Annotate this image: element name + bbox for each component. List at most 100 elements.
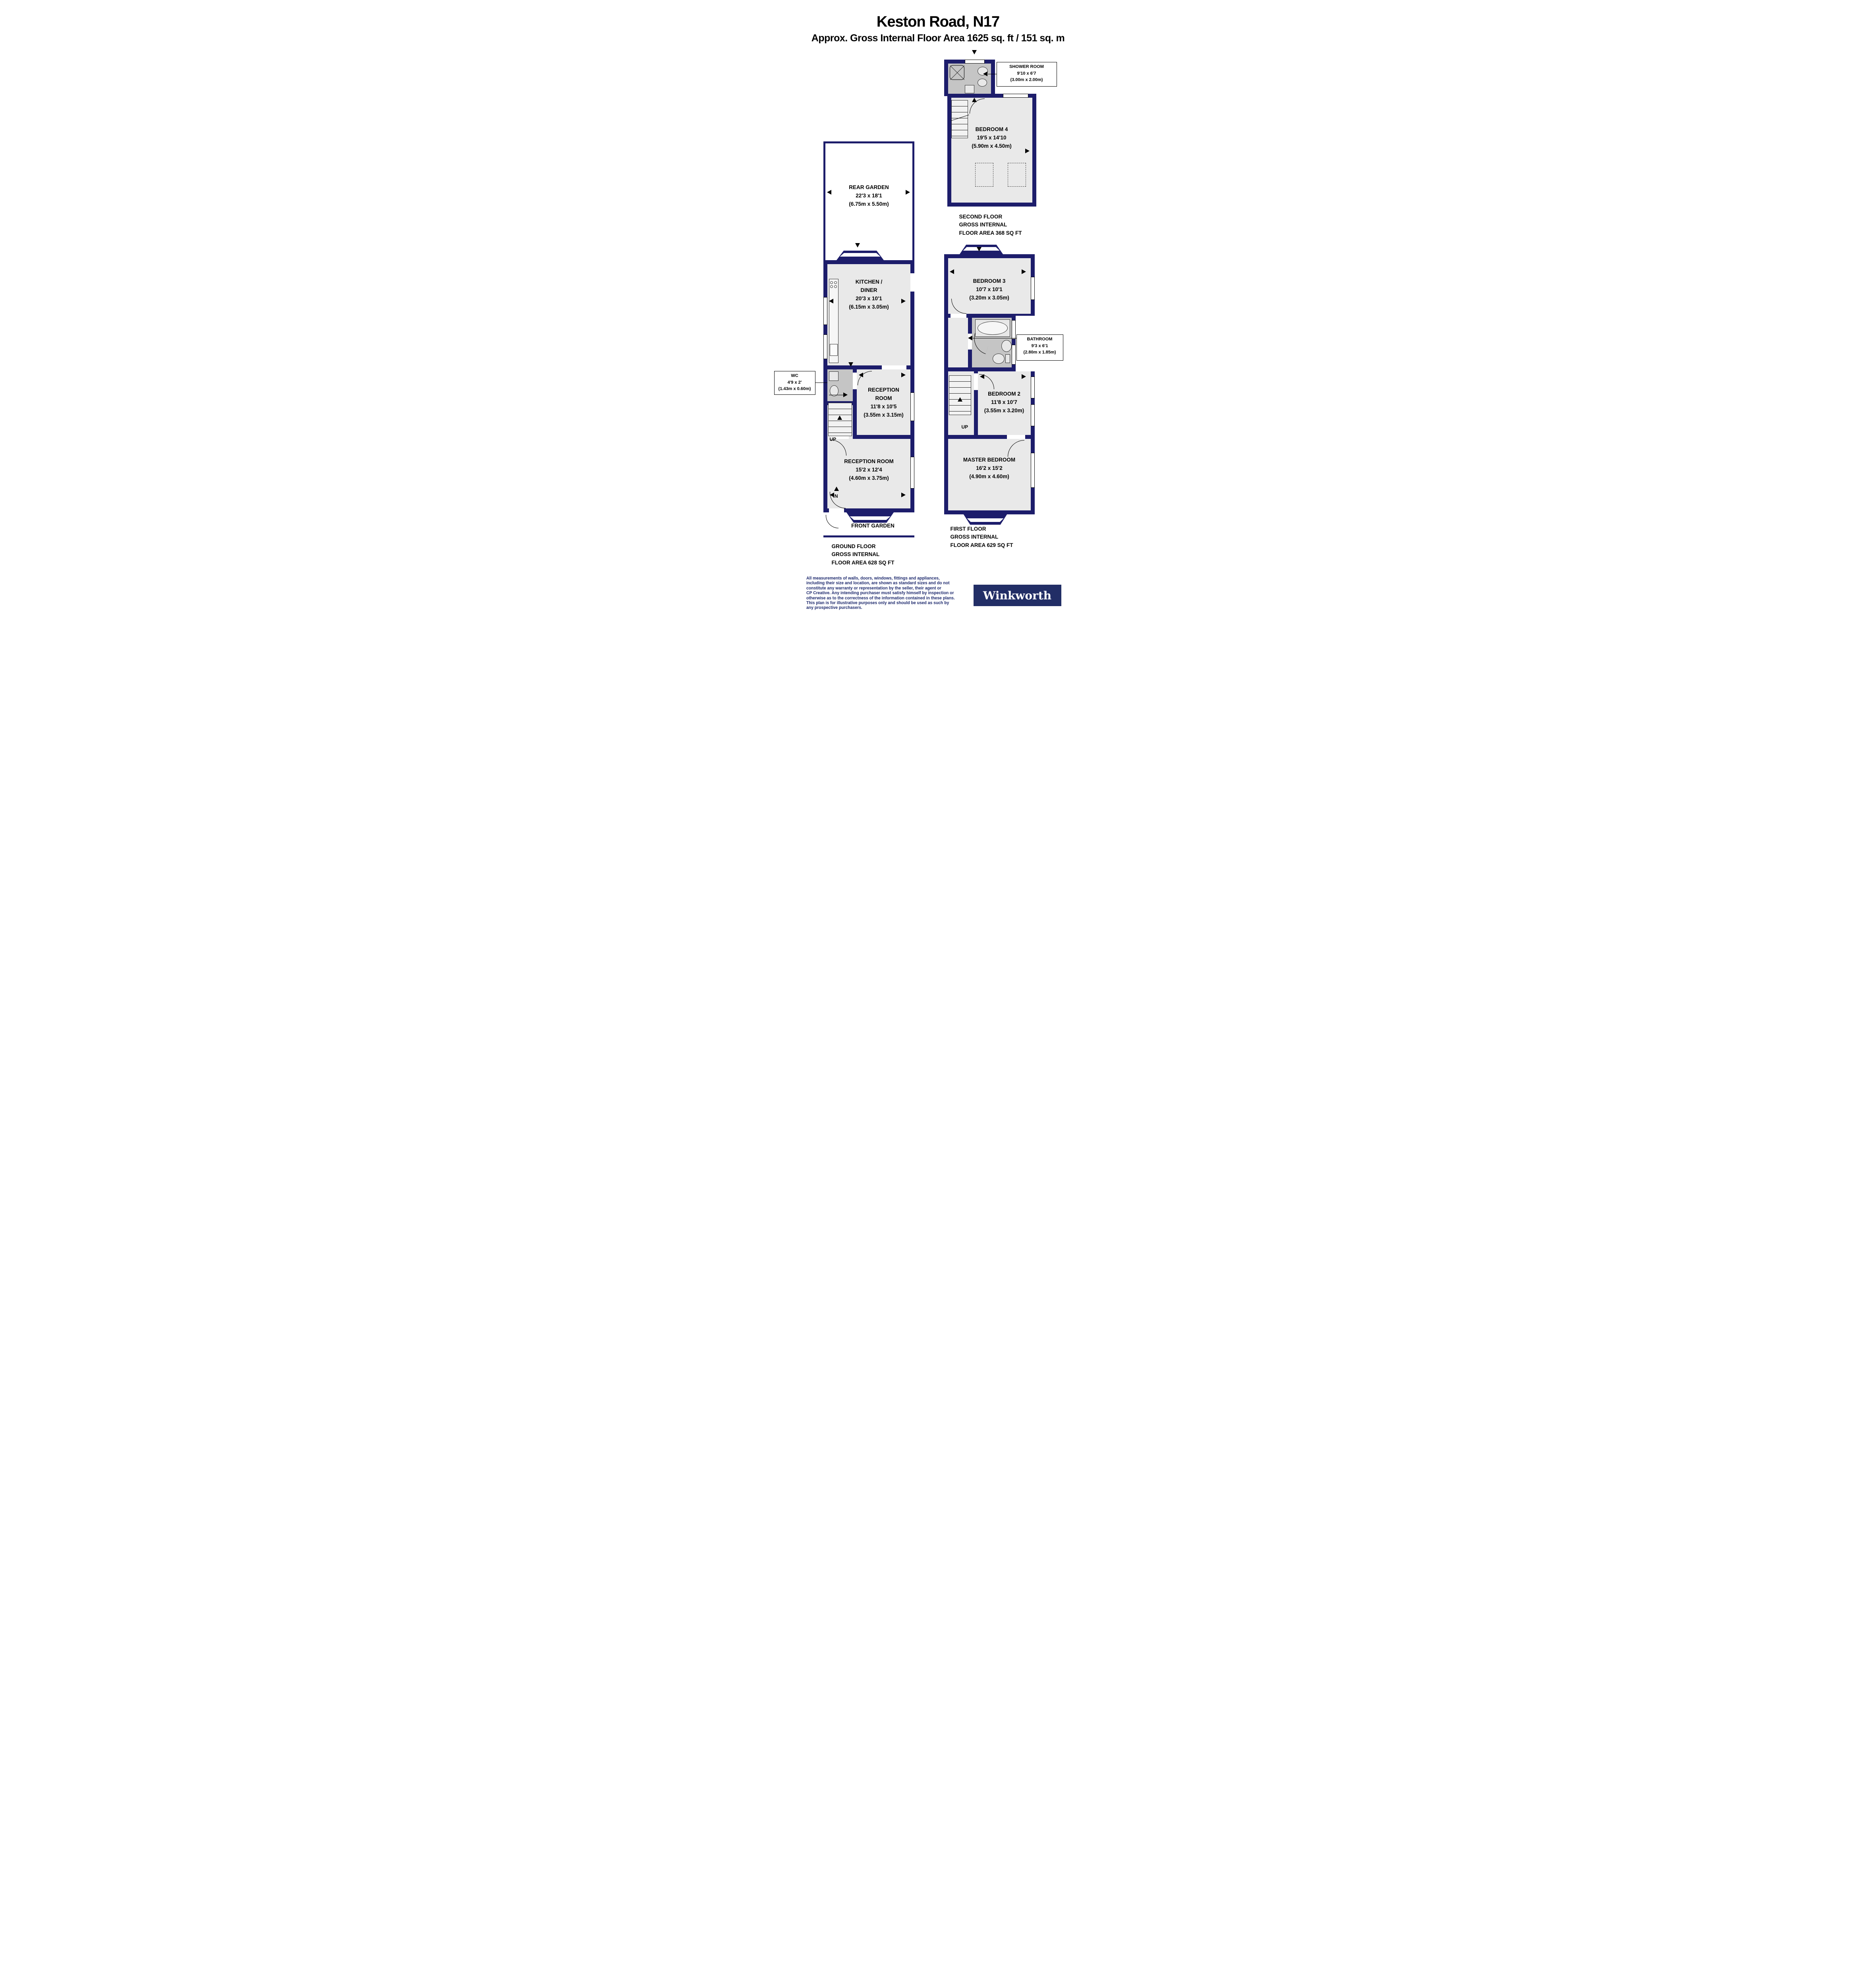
room-imperial: 11'8 x 10'7 bbox=[991, 399, 1017, 405]
window bbox=[1003, 94, 1028, 98]
rear-garden-outline bbox=[823, 141, 914, 271]
skylight bbox=[975, 163, 993, 187]
window bbox=[1030, 453, 1035, 488]
window bbox=[1030, 404, 1035, 426]
door-opening bbox=[968, 334, 972, 350]
skylight bbox=[1007, 163, 1026, 187]
room-metric: (4.90m x 4.60m) bbox=[969, 473, 1009, 479]
dim-arrow-icon bbox=[905, 190, 910, 195]
dim-arrow-icon bbox=[829, 299, 833, 303]
kitchen-room bbox=[827, 264, 910, 365]
room-imperial: 9'3 x 6'1 bbox=[1031, 343, 1048, 348]
front-garden-wall bbox=[823, 535, 914, 537]
up-arrow-icon bbox=[957, 397, 962, 402]
door-opening bbox=[950, 314, 966, 318]
dim-arrow-icon bbox=[858, 373, 863, 377]
dim-arrow-icon bbox=[1021, 374, 1026, 379]
dim-arrow-icon bbox=[949, 269, 954, 274]
room-name: BEDROOM 3 bbox=[973, 278, 1006, 284]
window bbox=[823, 334, 827, 359]
second-floor-area-label: SECOND FLOOR GROSS INTERNAL FLOOR AREA 3… bbox=[959, 214, 1022, 236]
front-garden-label: FRONT GARDEN bbox=[839, 522, 907, 530]
door-opening bbox=[974, 373, 978, 390]
window bbox=[964, 60, 985, 64]
bay-window-glass bbox=[850, 516, 891, 520]
garden-gate-arc bbox=[825, 515, 839, 528]
hob-burner bbox=[830, 285, 833, 288]
door-opening bbox=[852, 373, 857, 389]
bathroom-callout: BATHROOM 9'3 x 6'1 (2.80m x 1.85m) bbox=[1016, 334, 1063, 361]
room-name: WC bbox=[791, 373, 798, 378]
room-metric: (3.55m x 3.15m) bbox=[864, 411, 904, 418]
rear-garden-label: REAR GARDEN 22'3 x 18'1 (6.75m x 5.50m) bbox=[827, 184, 911, 209]
dim-arrow-icon bbox=[980, 374, 984, 379]
dim-arrow-icon bbox=[972, 50, 977, 54]
shower-sink bbox=[964, 85, 974, 93]
wc-basin bbox=[829, 371, 839, 381]
room-name: RECEPTION ROOM bbox=[844, 458, 894, 464]
dim-arrow-icon bbox=[901, 373, 906, 377]
room-name: KITCHEN / DINER bbox=[855, 279, 883, 293]
room-metric: (3.55m x 3.20m) bbox=[984, 407, 1024, 413]
dim-arrow-icon bbox=[1025, 149, 1030, 153]
page-title: Keston Road, N17 bbox=[876, 14, 1000, 30]
winkworth-logo: Winkworth bbox=[973, 585, 1061, 606]
up-arrow-icon bbox=[837, 415, 842, 420]
window bbox=[823, 297, 827, 325]
kitchen-sink bbox=[829, 344, 838, 356]
room-imperial: 16'2 x 15'2 bbox=[976, 465, 1003, 471]
dim-arrow-icon bbox=[901, 299, 906, 303]
room-imperial: 11'8 x 10'5 bbox=[870, 403, 897, 410]
bay-window-glass bbox=[840, 253, 881, 257]
room-name: MASTER BEDROOM bbox=[963, 457, 1016, 463]
room-imperial: 9'10 x 6'7 bbox=[1017, 71, 1036, 76]
room-metric: (3.00m x 2.00m) bbox=[1010, 77, 1043, 82]
room-name: RECEPTION ROOM bbox=[868, 387, 899, 401]
dim-arrow-icon bbox=[983, 71, 987, 76]
window bbox=[910, 392, 914, 421]
reception-room-1-label: RECEPTION ROOM 11'8 x 10'5 (3.55m x 3.15… bbox=[859, 386, 909, 419]
wc-toilet bbox=[829, 385, 839, 396]
room-imperial: 20'3 x 10'1 bbox=[856, 295, 882, 301]
door-opening bbox=[881, 365, 906, 369]
window bbox=[1030, 277, 1035, 300]
window bbox=[1011, 345, 1016, 365]
dim-arrow-icon bbox=[901, 493, 906, 497]
dim-arrow-icon bbox=[829, 493, 834, 497]
room-metric: (1.43m x 0.60m) bbox=[778, 386, 811, 391]
room-imperial: 19'5 x 14'10 bbox=[977, 134, 1007, 141]
wc-callout: WC 4'9 x 2' (1.43m x 0.60m) bbox=[774, 371, 815, 395]
shower-room-callout: SHOWER ROOM 9'10 x 6'7 (3.00m x 2.00m) bbox=[996, 62, 1057, 87]
floorplan-page: Keston Road, N17 Approx. Gross Internal … bbox=[729, 0, 1147, 626]
room-name: BATHROOM bbox=[1027, 337, 1053, 342]
bathroom-toilet bbox=[992, 354, 1005, 364]
bedroom-4-label: BEDROOM 4 19'5 x 14'10 (5.90m x 4.50m) bbox=[955, 126, 1028, 151]
dim-arrow-icon bbox=[843, 392, 848, 397]
room-name: REAR GARDEN bbox=[849, 184, 889, 190]
room-metric: (5.90m x 4.50m) bbox=[972, 143, 1012, 149]
staircase bbox=[949, 375, 971, 415]
bedroom-2-label: BEDROOM 2 11'8 x 10'7 (3.55m x 3.20m) bbox=[978, 390, 1030, 415]
first-floor-area-label: FIRST FLOOR GROSS INTERNAL FLOOR AREA 62… bbox=[950, 526, 1013, 548]
window bbox=[910, 457, 914, 489]
master-bedroom-label: MASTER BEDROOM 16'2 x 15'2 (4.90m x 4.60… bbox=[951, 456, 1028, 481]
bathtub-basin bbox=[977, 321, 1008, 335]
door-opening bbox=[910, 273, 914, 292]
room-metric: (3.20m x 3.05m) bbox=[969, 294, 1009, 301]
entrance-arrow-icon bbox=[834, 487, 839, 491]
door-opening bbox=[829, 435, 849, 439]
dim-arrow-icon bbox=[976, 247, 981, 251]
window bbox=[1011, 320, 1016, 339]
ground-floor-area-label: GROUND FLOOR GROSS INTERNAL FLOOR AREA 6… bbox=[831, 543, 895, 566]
staircase bbox=[951, 100, 968, 138]
room-metric: (4.60m x 3.75m) bbox=[849, 475, 889, 481]
toilet-cistern bbox=[1005, 354, 1010, 363]
up-label: UP bbox=[961, 424, 968, 430]
page-subtitle: Approx. Gross Internal Floor Area 1625 s… bbox=[811, 33, 1065, 44]
first-floor-landing bbox=[948, 318, 968, 367]
room-imperial: 4'9 x 2' bbox=[787, 380, 802, 385]
shower-bidet bbox=[977, 79, 987, 87]
in-label: IN bbox=[833, 493, 838, 499]
hob-burner bbox=[834, 285, 837, 288]
hob-burner bbox=[834, 281, 837, 284]
